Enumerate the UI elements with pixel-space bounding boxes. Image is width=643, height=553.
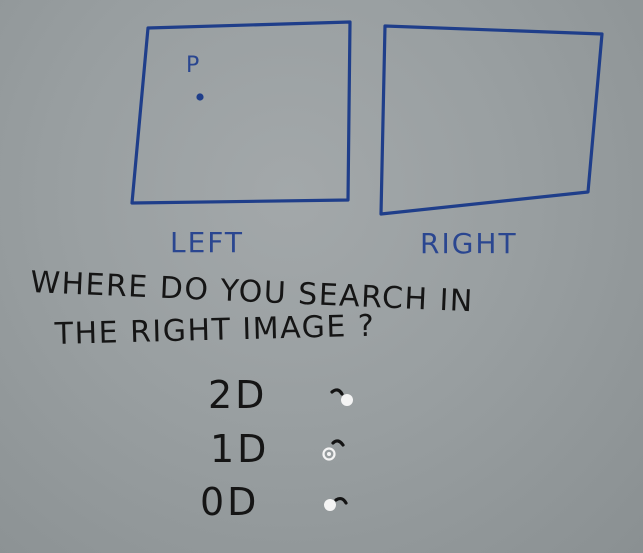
point-p-dot [196, 93, 204, 101]
option-1d-label: 1D [210, 427, 269, 471]
left-caption: LEFT [170, 226, 244, 259]
option-0d-mark-icon [334, 496, 348, 505]
option-2d[interactable]: 2D [208, 373, 353, 417]
question-line-2: THE RIGHT IMAGE ? [53, 309, 375, 352]
right-caption: RIGHT [420, 227, 518, 260]
option-1d-mark-icon [331, 439, 345, 447]
option-2d-radio[interactable] [341, 394, 353, 406]
option-1d-radio[interactable] [322, 447, 336, 461]
point-p-label: P [186, 53, 199, 78]
option-2d-label: 2D [208, 373, 267, 417]
option-1d-radio-selected-icon [327, 452, 331, 456]
option-0d[interactable]: 0D [200, 480, 348, 524]
option-0d-label: 0D [200, 480, 259, 524]
option-1d[interactable]: 1D [210, 427, 345, 471]
option-2d-mark-icon [330, 388, 344, 396]
left-image-box [130, 20, 352, 205]
option-0d-radio[interactable] [324, 499, 336, 511]
right-image-box [379, 24, 604, 216]
